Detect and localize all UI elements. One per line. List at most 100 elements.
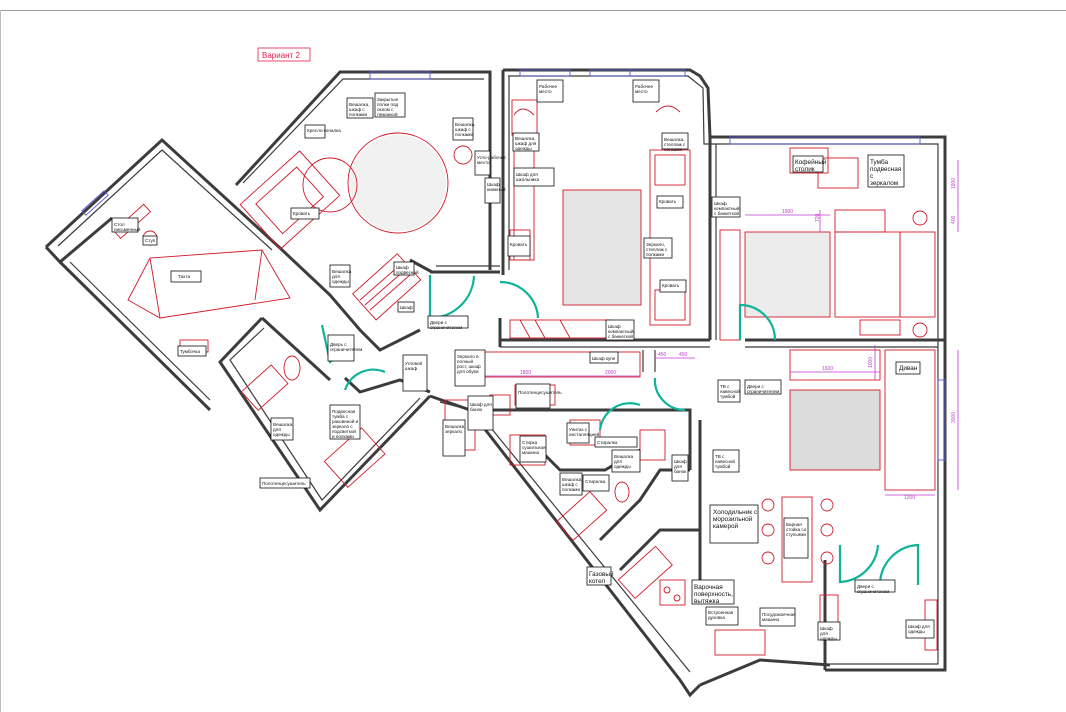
label-box: Полотенцесушитель: [515, 383, 562, 409]
variant-label: Вариант 2: [262, 51, 300, 60]
dimensions: 1900 400 3000 1900 720 1600 1000 1200 18…: [470, 160, 959, 501]
doors: [320, 275, 920, 586]
label-box: Тахта: [170, 270, 202, 283]
svg-text:Полотенцесушитель: Полотенцесушитель: [262, 481, 306, 486]
page-top-border: [0, 10, 1066, 11]
svg-text:Полотенцесушитель: Полотенцесушитель: [518, 390, 562, 395]
svg-text:Шкаф купе: Шкаф купе: [592, 356, 616, 361]
svg-text:Тахта: Тахта: [178, 274, 190, 279]
svg-text:Кровать: Кровать: [662, 283, 680, 288]
label-box: Диван: [895, 361, 921, 375]
svg-text:Стиралка: Стиралка: [585, 479, 606, 484]
label-box: Стиралка: [594, 436, 638, 448]
dim-10: 2000: [605, 370, 616, 376]
label-box: Кровать: [507, 235, 531, 257]
furniture: [113, 99, 938, 656]
windows: [81, 69, 946, 461]
svg-text:Тумбочка: Тумбочка: [180, 349, 200, 354]
dim-6: 1600: [822, 366, 833, 372]
svg-text:Диван: Диван: [899, 365, 918, 372]
dim-9: 1800: [520, 370, 531, 376]
dim-7: 1000: [868, 357, 874, 368]
svg-text:Кровать: Кровать: [659, 199, 677, 204]
svg-text:Стул: Стул: [145, 238, 156, 243]
walls: [44, 68, 947, 698]
svg-text:Вешалка,зеркало: Вешалка,зеркало: [445, 424, 465, 434]
svg-text:Стиралка: Стиралка: [597, 440, 618, 445]
page-left-border: [0, 10, 1, 712]
dim-4: 1900: [782, 209, 793, 215]
svg-text:Кресло-качалка: Кресло-качалка: [307, 128, 341, 133]
label-box: Кровать: [659, 279, 687, 293]
label-box: Кровать: [290, 207, 320, 220]
label-box: Полотенцесушитель: [259, 477, 311, 489]
label-box: Стул: [142, 235, 158, 246]
label-box: Шкаф: [397, 301, 415, 313]
dim-2: 400: [951, 215, 957, 224]
dim-8: 1200: [904, 495, 915, 501]
dim-5: 720: [815, 213, 821, 222]
svg-text:Кровать: Кровать: [293, 211, 311, 216]
label-box: Вешалка,зеркало: [442, 419, 465, 457]
label-box: Шкаф купе: [589, 351, 619, 364]
